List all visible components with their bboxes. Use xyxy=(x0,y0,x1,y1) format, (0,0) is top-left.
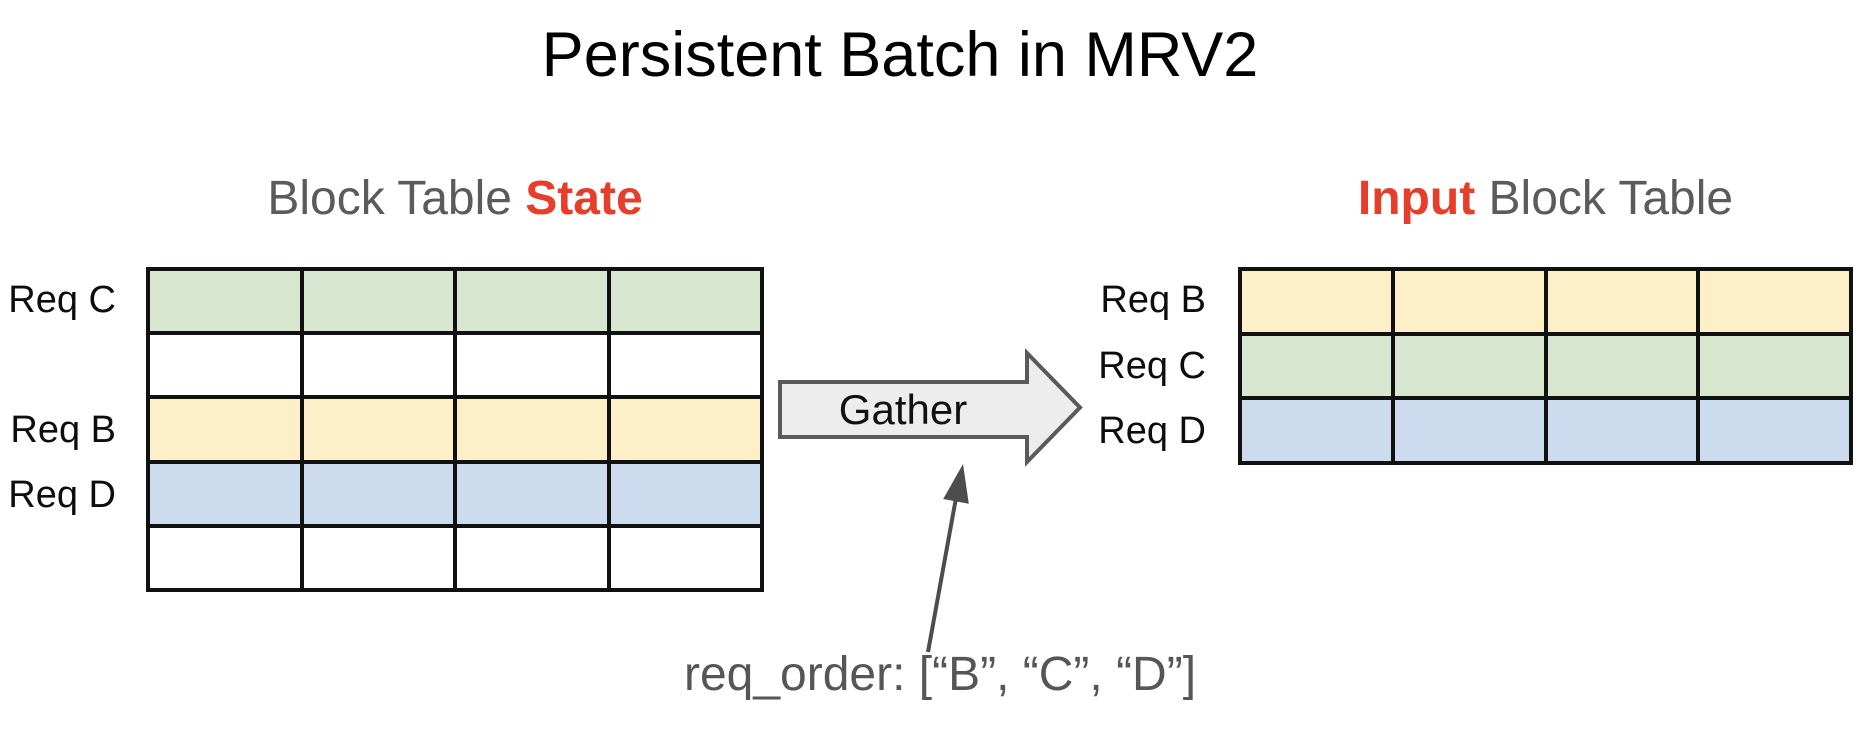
state-block-table xyxy=(146,267,764,592)
block-cell xyxy=(1547,335,1697,397)
block-cell xyxy=(610,271,760,332)
state-heading-text: Block Table xyxy=(267,172,526,225)
block-cell xyxy=(303,463,453,524)
block-cell xyxy=(457,527,607,588)
block-cell xyxy=(1700,400,1849,461)
state-table-heading: Block Table State xyxy=(146,170,764,228)
state-heading-highlight: State xyxy=(525,172,643,225)
block-cell xyxy=(457,335,607,396)
block-cell xyxy=(1394,400,1544,461)
block-cell xyxy=(150,271,300,332)
block-cell xyxy=(610,527,760,588)
block-cell xyxy=(457,399,607,460)
annotation-arrow-line xyxy=(926,497,958,653)
block-cell xyxy=(150,399,300,460)
block-cell xyxy=(1547,400,1697,461)
block-cell xyxy=(1394,335,1544,397)
input-table-heading: Input Block Table xyxy=(1238,170,1853,228)
block-cell xyxy=(610,399,760,460)
block-cell xyxy=(303,335,453,396)
input-block-table xyxy=(1238,267,1853,465)
block-cell xyxy=(303,271,453,332)
row-label: Req C xyxy=(1098,344,1206,387)
block-cell xyxy=(457,271,607,332)
block-cell xyxy=(1547,271,1697,332)
block-cell xyxy=(1700,271,1849,332)
block-cell xyxy=(150,463,300,524)
row-label: Req D xyxy=(8,473,116,516)
block-cell xyxy=(1242,400,1391,461)
annotation-arrow-head xyxy=(943,464,969,504)
block-cell xyxy=(150,527,300,588)
row-label: Req D xyxy=(1098,410,1206,453)
block-cell xyxy=(1394,271,1544,332)
input-heading-highlight: Input xyxy=(1357,172,1476,225)
block-cell xyxy=(610,335,760,396)
row-label: Req B xyxy=(1100,278,1206,321)
block-cell xyxy=(1242,335,1391,397)
page-title: Persistent Batch in MRV2 xyxy=(541,20,1259,90)
row-label: Req C xyxy=(8,278,116,321)
block-cell xyxy=(303,399,453,460)
input-heading-text: Block Table xyxy=(1475,172,1734,225)
req-order-annotation: req_order: [“B”, “C”, “D”] xyxy=(683,648,1197,701)
block-cell xyxy=(1242,271,1391,332)
block-cell xyxy=(1700,335,1849,397)
block-cell xyxy=(150,335,300,396)
gather-arrow-label: Gather xyxy=(839,386,967,433)
block-cell xyxy=(610,463,760,524)
block-cell xyxy=(303,527,453,588)
block-cell xyxy=(457,463,607,524)
row-label: Req B xyxy=(10,408,116,451)
